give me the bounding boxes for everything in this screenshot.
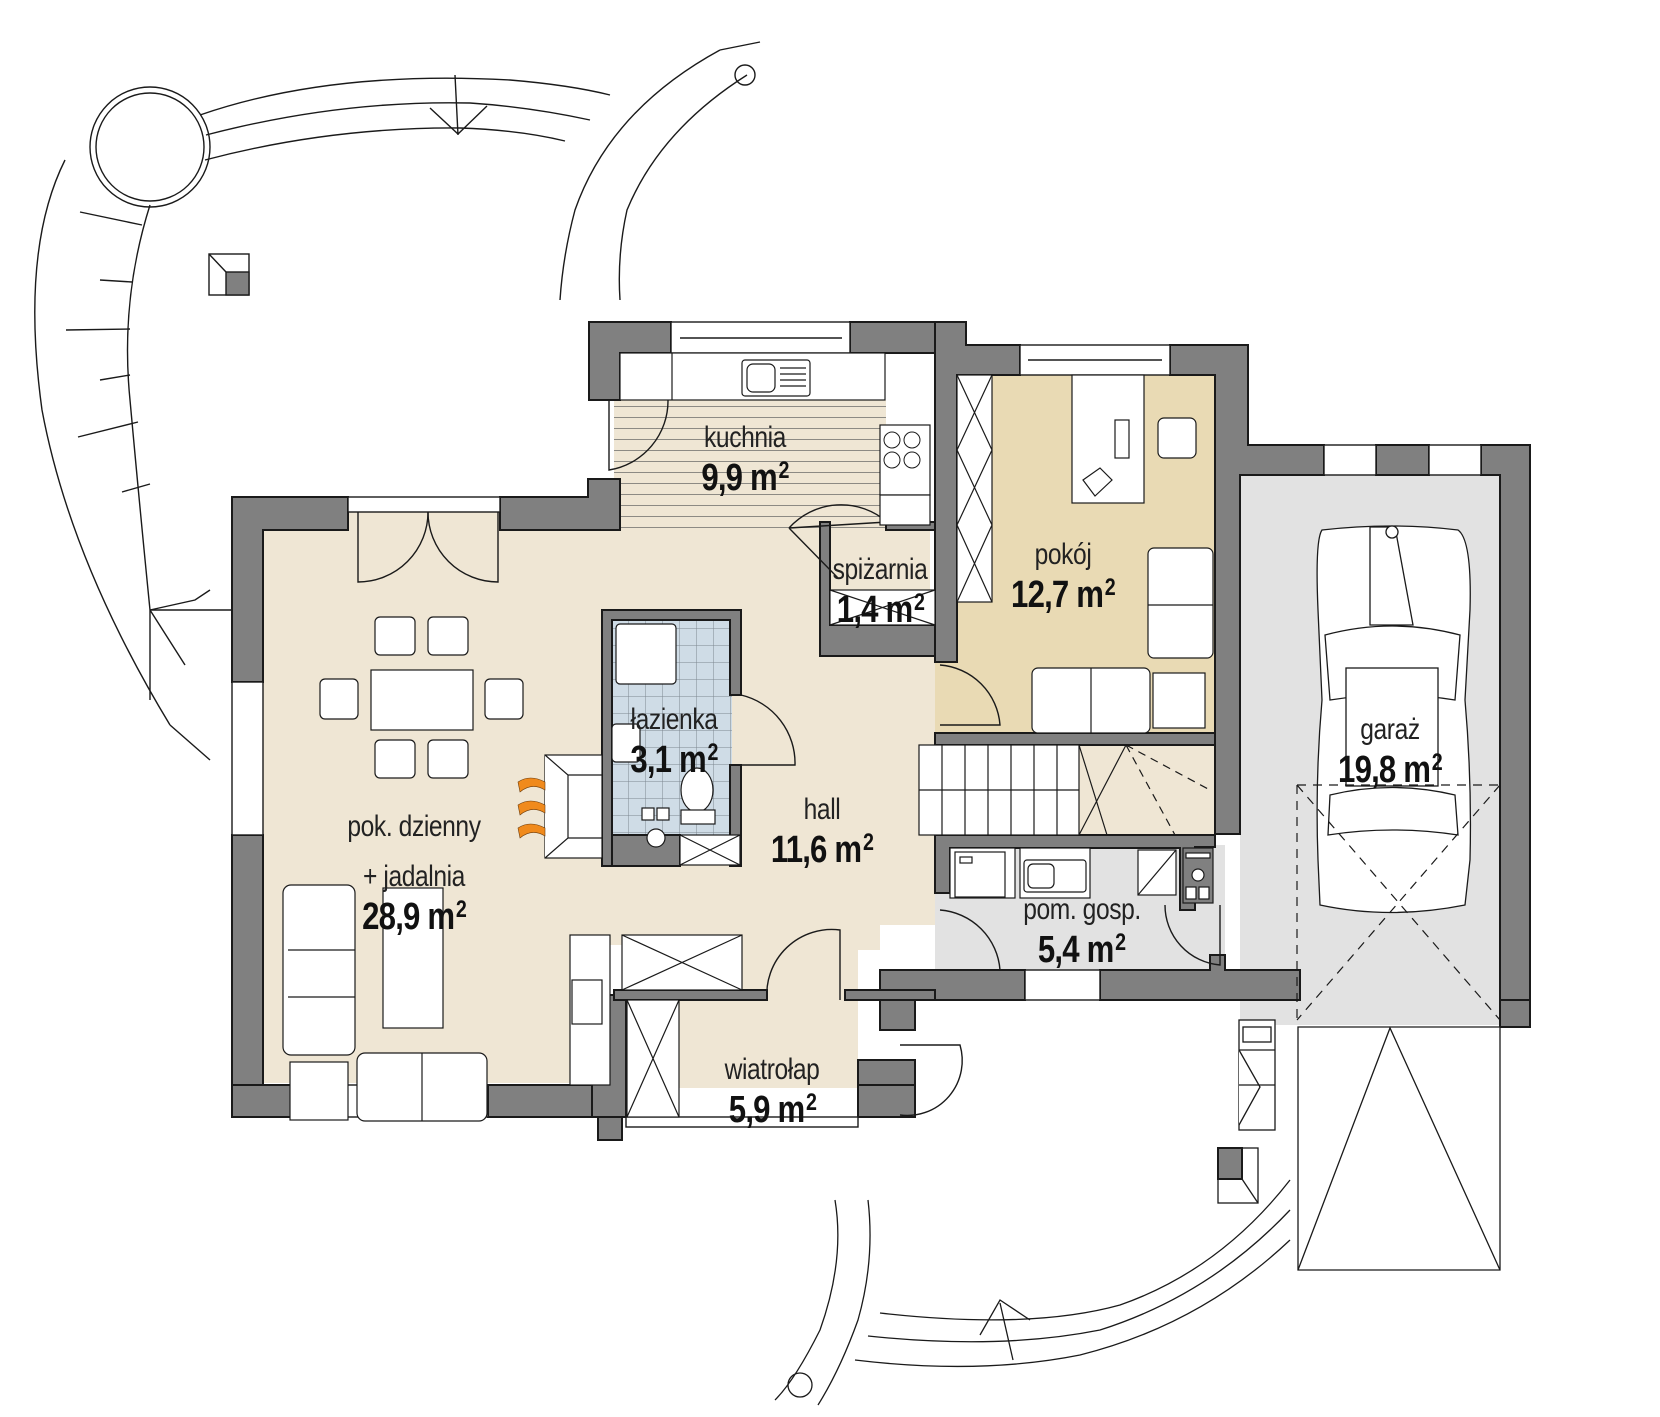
washbasin-icon [611,723,641,763]
room-label-hall: hall 11,6 m2 [760,793,885,871]
room-area: 5,4 m2 [1038,929,1126,971]
room-name: garaż [1360,713,1420,746]
walls [231,321,1531,1141]
room-label-kuchnia: kuchnia 9,9 m2 [692,421,799,499]
room-label-wiatrolap: wiatrołap 5,9 m2 [714,1053,830,1131]
room-area: 3,1 m2 [630,739,718,781]
car-icon [1316,525,1472,914]
boiler-icon [1137,849,1177,896]
room-area: 1,4 m2 [836,589,924,631]
room-name: wiatrołap [724,1053,820,1086]
staircase-icon [918,744,1211,836]
wardrobe-icon [956,374,993,603]
terrace-icon [34,41,761,761]
garage-door-icon [1296,784,1501,1021]
sofa-icon [282,884,488,1122]
door-swing-icon [357,399,1221,1117]
toilet-icon [680,767,716,825]
wardrobe-icon [621,934,743,991]
sofa-icon [1147,547,1214,659]
chimney-icon [1217,1147,1259,1204]
room-name: pokój [1034,538,1092,571]
room-label-pokoj: pokój 12,7 m2 [1000,538,1127,616]
room-label-pom-gosp: pom. gosp. 5,4 m2 [1010,893,1153,971]
room-name: kuchnia [704,421,786,454]
terrace-icon [774,1179,1291,1406]
fireplace-icon [517,777,546,839]
room-name: pom. gosp. [1023,893,1141,926]
room-area: 19,8 m2 [1338,749,1443,791]
sofa-icon [1031,667,1151,734]
room-name: hall [803,793,841,826]
room-label-spizarnia: spiżarnia 1,4 m2 [822,553,938,631]
fireplace-icon [544,754,603,859]
desk-icon [1071,374,1145,504]
room-area: 5,9 m2 [728,1089,816,1131]
room-name: łazienka [630,703,718,736]
room-area: 12,7 m2 [1011,574,1116,616]
room-area: 11,6 m2 [770,829,874,871]
dining-table-icon [319,616,524,779]
shower-icon [615,623,677,685]
room-name-line2: + jadalnia [363,860,465,893]
room-area: 28,9 m2 [362,896,467,938]
washing-machine-icon [954,851,1006,898]
sink-icon [1019,847,1091,899]
stove-icon [883,431,921,469]
room-area: 9,9 m2 [701,457,789,499]
room-label-garaz: garaż 19,8 m2 [1327,713,1454,791]
room-name: pok. dzienny [347,810,481,843]
room-label-pok-dzienny: pok. dzienny + jadalnia 28,9 m2 [333,810,495,938]
wardrobe-icon [829,589,936,626]
room-label-lazienka: łazienka 3,1 m2 [621,703,728,781]
armchair-icon [1157,417,1197,459]
sink-icon [741,359,811,397]
wardrobe-icon [626,999,680,1118]
room-name: spiżarnia [832,553,928,586]
